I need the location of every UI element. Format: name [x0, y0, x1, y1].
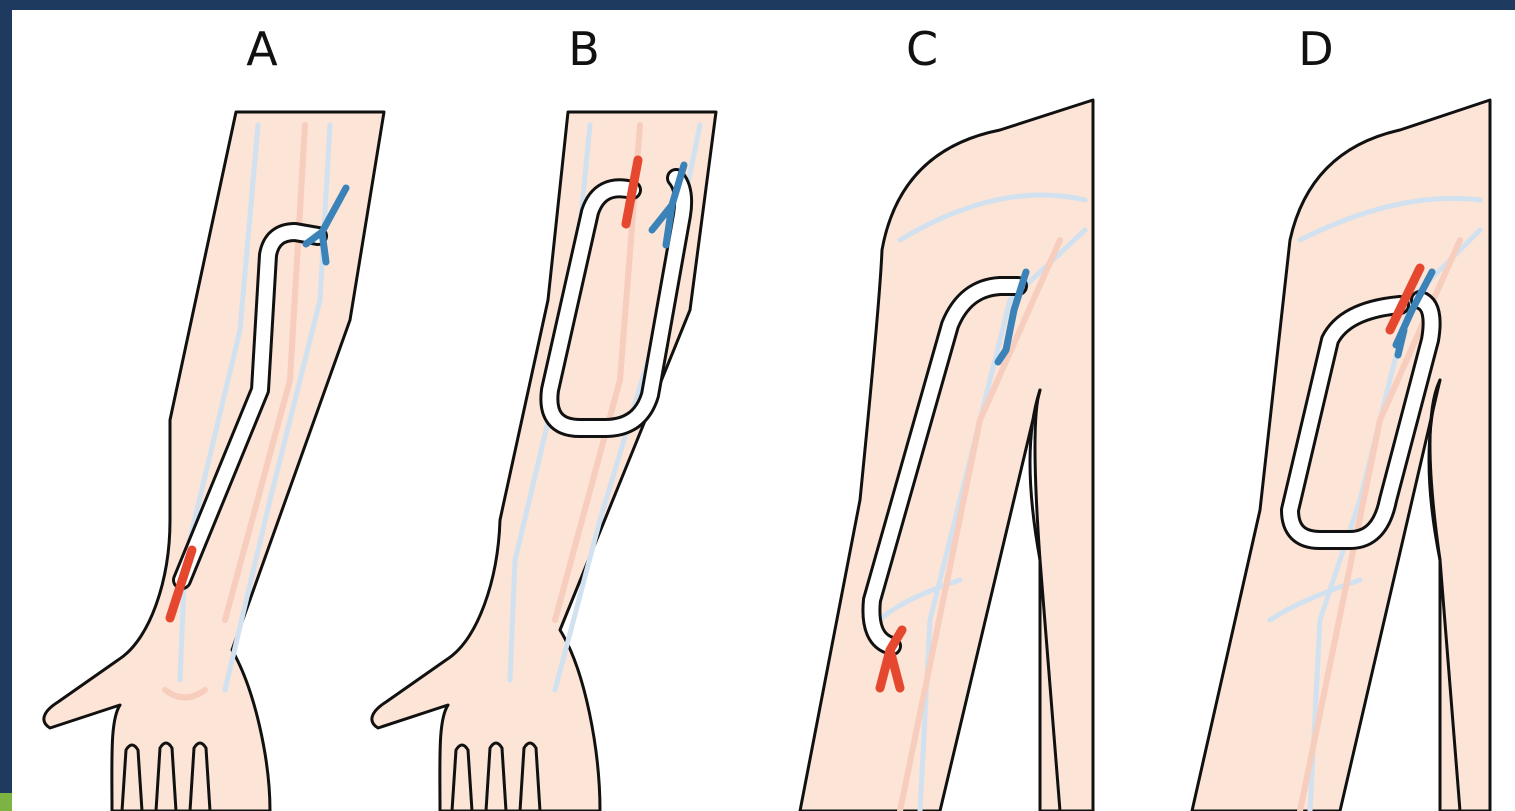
panel-b-forearm: [372, 112, 716, 811]
panel-a-forearm: [44, 112, 384, 811]
panel-d-upperarm: [1192, 100, 1490, 811]
panel-c-upperarm: [800, 100, 1093, 811]
upperarm-c-skin: [800, 100, 1093, 811]
upperarm-d-skin: [1192, 100, 1490, 811]
